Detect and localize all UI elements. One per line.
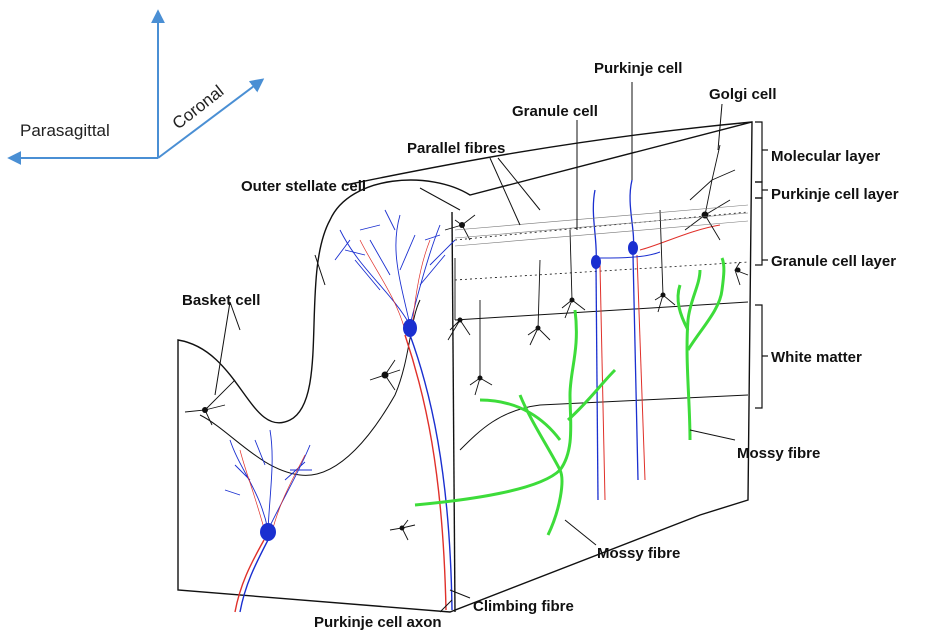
parallel-fibre-lines bbox=[455, 205, 748, 246]
label-purkinje-cell-axon: Purkinje cell axon bbox=[314, 614, 442, 631]
layer-bracket bbox=[755, 122, 768, 408]
purkinje-tree-upper bbox=[335, 210, 455, 325]
label-granule-cell-layer: Granule cell layer bbox=[771, 253, 896, 270]
purkinje-axons-left bbox=[235, 335, 452, 612]
label-golgi-cell: Golgi cell bbox=[709, 86, 777, 103]
label-mossy-fibre-bottom: Mossy fibre bbox=[597, 545, 680, 562]
small-neurons bbox=[185, 145, 748, 540]
label-granule-cell: Granule cell bbox=[512, 103, 598, 120]
purkinje-tree-upper-red bbox=[360, 240, 430, 330]
label-basket-cell: Basket cell bbox=[182, 292, 260, 309]
cell-bodies bbox=[202, 212, 741, 531]
coronal-label: Coronal bbox=[169, 82, 228, 134]
label-mossy-fibre-right: Mossy fibre bbox=[737, 445, 820, 462]
label-white-matter: White matter bbox=[771, 349, 862, 366]
granule-boundary bbox=[455, 262, 748, 280]
purkinje-soma-right-1 bbox=[591, 255, 601, 269]
purkinje-soma-right-2 bbox=[628, 241, 638, 255]
label-outer-stellate-cell: Outer stellate cell bbox=[241, 178, 366, 195]
purkinje-soma-lower bbox=[260, 523, 276, 541]
purkinje-tree-lower bbox=[225, 430, 312, 530]
leader-lines bbox=[215, 82, 735, 612]
labels: Purkinje cell Golgi cell Granule cell Pa… bbox=[182, 60, 899, 631]
label-parallel-fibres: Parallel fibres bbox=[407, 140, 505, 157]
label-purkinje-cell-layer: Purkinje cell layer bbox=[771, 186, 899, 203]
parasagittal-label: Parasagittal bbox=[20, 121, 110, 140]
label-climbing-fibre: Climbing fibre bbox=[473, 598, 574, 615]
white-matter-outline bbox=[200, 300, 420, 475]
label-purkinje-cell: Purkinje cell bbox=[594, 60, 682, 77]
purkinje-soma-upper bbox=[403, 319, 417, 337]
purkinje-cells-right bbox=[593, 180, 720, 500]
label-molecular-layer: Molecular layer bbox=[771, 148, 880, 165]
mossy-fibres bbox=[415, 258, 724, 535]
orientation-axes: Parasagittal Coronal bbox=[10, 12, 262, 158]
